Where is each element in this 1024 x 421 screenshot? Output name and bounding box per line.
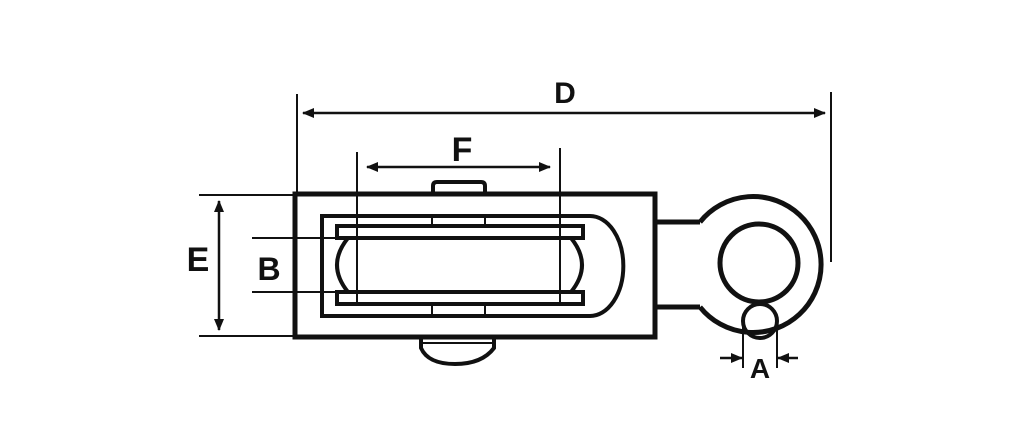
- dim-e-label: E: [187, 241, 210, 279]
- sheave-groove-right: [569, 236, 584, 294]
- sheave-bottom-flange: [335, 290, 585, 306]
- top-axle-cap: [431, 180, 487, 194]
- side-plate-outline: [292, 191, 658, 340]
- bottom-axle-nut: [419, 337, 496, 367]
- pulley-body: [292, 180, 658, 367]
- dimension-d: D: [296, 77, 832, 262]
- dimension-b: B: [252, 237, 348, 293]
- dimension-f: F: [356, 131, 561, 304]
- dimension-a: A: [720, 321, 798, 384]
- eye-inner-hole: [717, 221, 801, 305]
- dim-d-label: D: [554, 77, 576, 110]
- sheave-top-flange: [335, 224, 585, 240]
- dim-b-label: B: [257, 251, 280, 287]
- eye-attachment: [655, 194, 824, 340]
- dim-f-label: F: [452, 131, 473, 169]
- eye-neck: [655, 219, 700, 310]
- dim-a-label: A: [750, 353, 770, 384]
- dimension-e: E: [187, 194, 295, 337]
- sheave-groove-left: [335, 236, 350, 294]
- sheave: [335, 224, 585, 306]
- side-plate-slot: [320, 214, 626, 318]
